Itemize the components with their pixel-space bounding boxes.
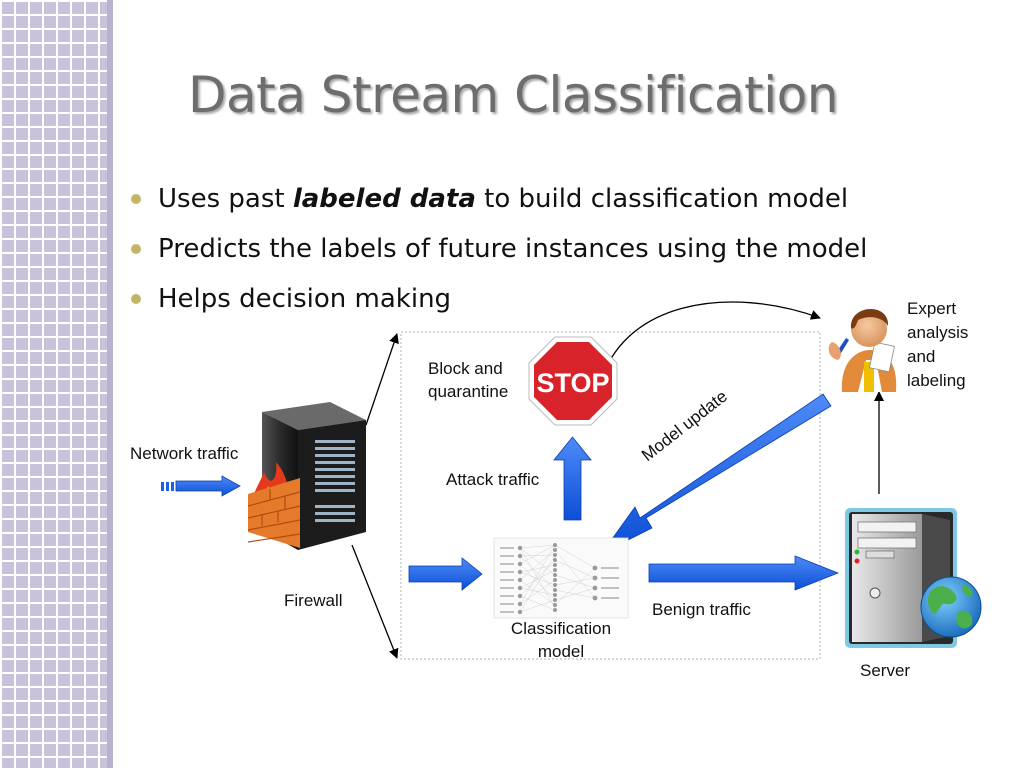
firewall-server-icon xyxy=(247,402,366,550)
bullet-item: Predicts the labels of future instances … xyxy=(128,224,867,274)
bullet-emphasis: labeled data xyxy=(292,184,476,214)
classification-label-line: Classification xyxy=(510,619,612,638)
model-update-arrow xyxy=(601,393,832,554)
classification-boundary xyxy=(400,331,821,660)
bullet-text: Predicts the labels of future instances … xyxy=(158,234,868,264)
bullet-text-tail: to build classification model xyxy=(475,184,849,214)
bullet-text: Uses past xyxy=(158,184,293,214)
bullet-item: Helps decision making xyxy=(128,274,867,324)
benign-traffic-label: Benign traffic xyxy=(652,600,751,619)
slide-title: Data Stream Classification xyxy=(188,66,838,124)
expert-label-line: Expert xyxy=(907,299,957,318)
stop-to-expert-curve xyxy=(597,301,821,393)
attack-traffic-label: Attack traffic xyxy=(446,470,540,489)
bullet-marker xyxy=(131,194,141,204)
bullet-marker xyxy=(131,294,141,304)
classifier-input-arrow xyxy=(408,557,483,591)
classification-label-line: model xyxy=(537,642,585,661)
expert-label-line: and xyxy=(907,347,936,366)
expert-analysis-label: Expert analysis and labeling xyxy=(907,297,968,393)
benign-traffic-arrow xyxy=(648,555,840,591)
network-traffic-label: Network traffic xyxy=(130,444,239,463)
firewall-to-top-line xyxy=(365,333,399,426)
classification-model-label: Classification model xyxy=(499,617,623,663)
stop-sign-text: STOP xyxy=(536,368,609,398)
block-label-line: Block and xyxy=(428,359,503,378)
block-label-line: quarantine xyxy=(428,382,509,401)
expert-label-line: labeling xyxy=(907,371,966,390)
attack-traffic-arrow xyxy=(553,436,592,521)
neural-network-icon xyxy=(493,537,629,619)
expert-person-icon xyxy=(828,308,897,392)
bullet-list: Uses past labeled data to build classifi… xyxy=(128,174,867,324)
server-label: Server xyxy=(860,661,911,680)
network-traffic-arrow xyxy=(161,475,241,497)
block-quarantine-label: Block and quarantine xyxy=(428,357,508,403)
bullet-item: Uses past labeled data to build classifi… xyxy=(128,174,867,224)
server-globe-icon xyxy=(845,508,982,648)
expert-label-line: analysis xyxy=(907,323,969,342)
decorative-side-strip xyxy=(0,0,113,768)
bullet-text: Helps decision making xyxy=(158,284,452,314)
firewall-to-bottom-line xyxy=(351,544,399,659)
stop-sign-icon: STOP xyxy=(528,336,618,426)
bullet-marker xyxy=(131,244,141,254)
firewall-label: Firewall xyxy=(284,591,343,610)
